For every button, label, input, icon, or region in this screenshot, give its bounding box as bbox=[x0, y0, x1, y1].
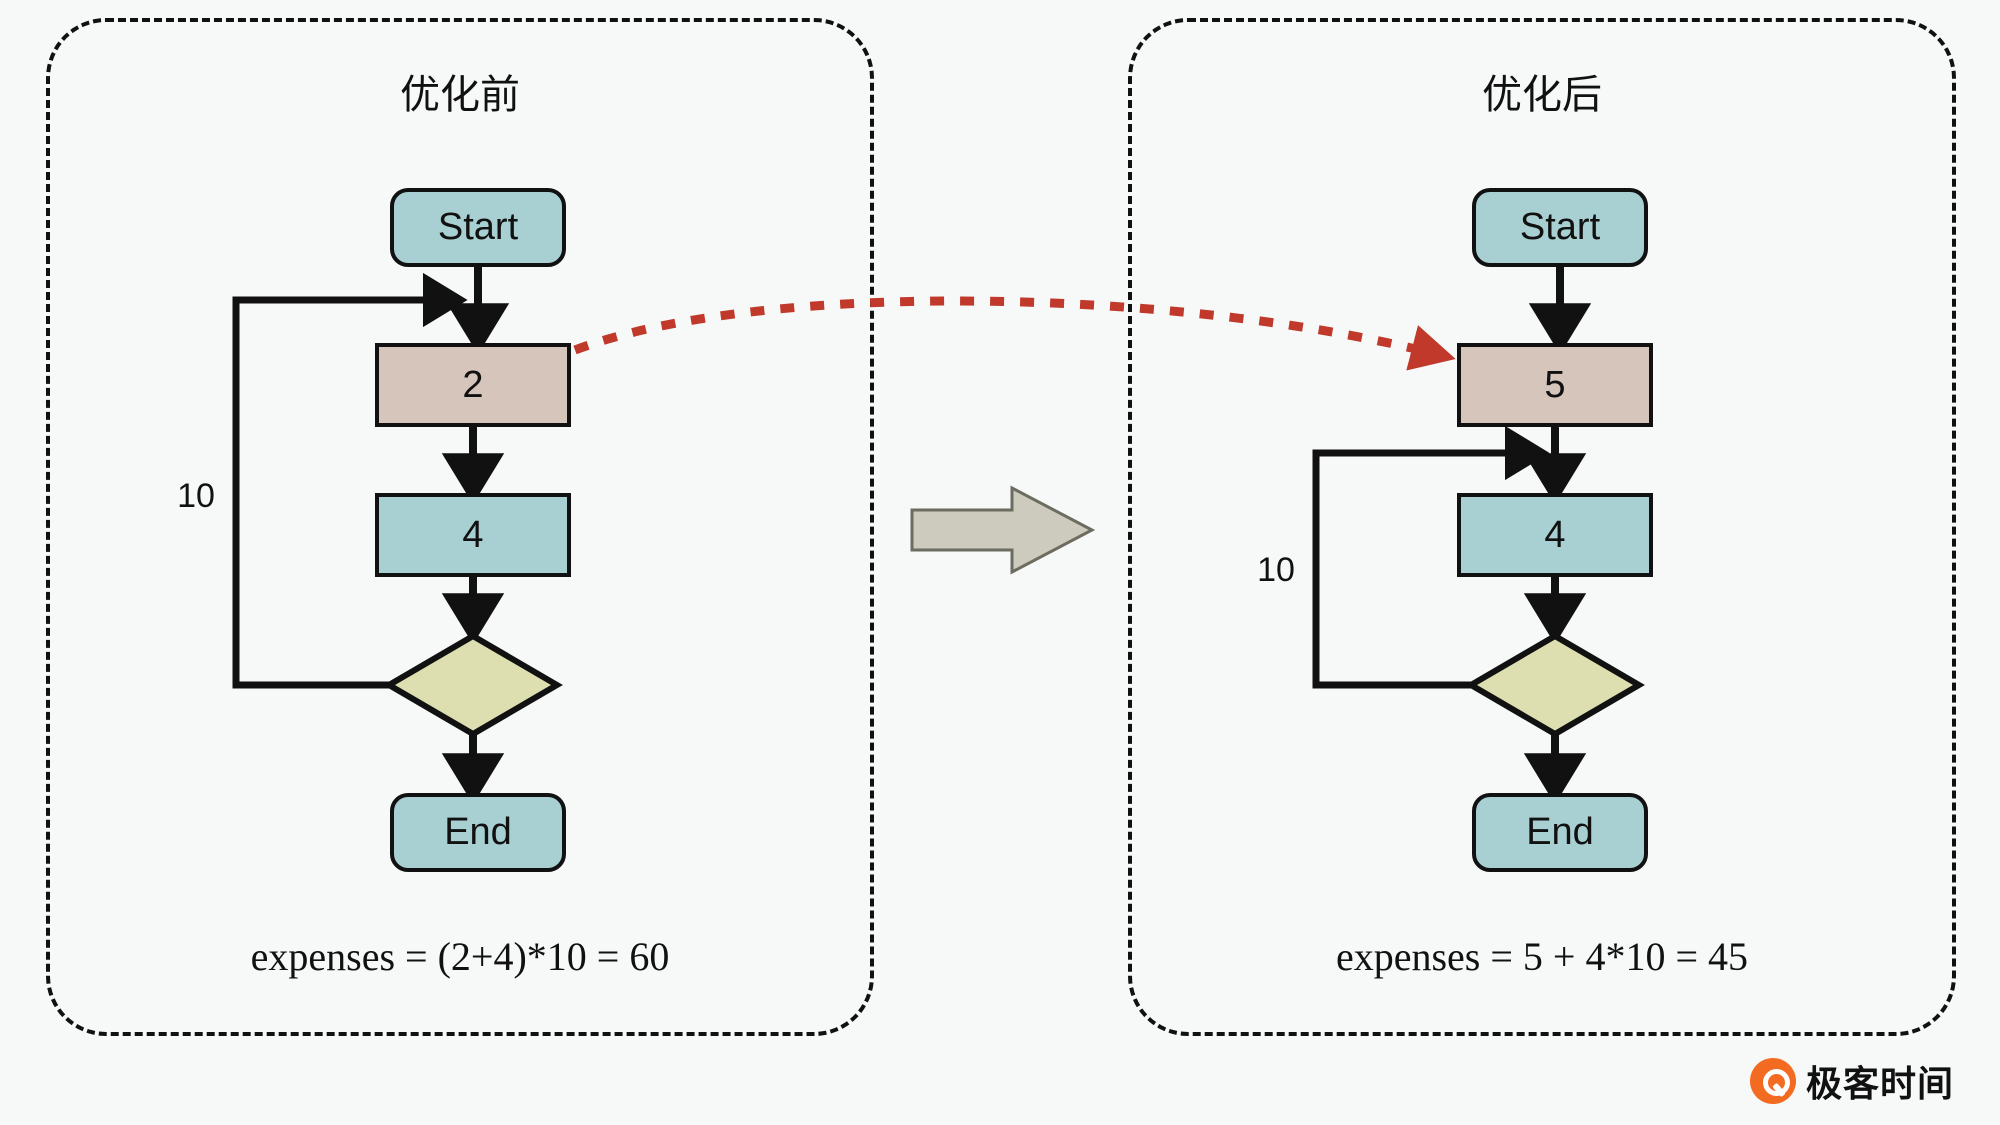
watermark: 极客时间 bbox=[1749, 1055, 1954, 1107]
panel-after: 优化后 expenses = 5 + 4*10 = 45 bbox=[1128, 18, 1956, 1036]
panel-before-caption: expenses = (2+4)*10 = 60 bbox=[250, 934, 670, 979]
panel-after-title: 优化后 bbox=[1482, 73, 1602, 117]
panel-after-caption: expenses = 5 + 4*10 = 45 bbox=[1335, 934, 1749, 979]
geekbang-logo-icon bbox=[1749, 1058, 1796, 1104]
block-arrow-right-icon bbox=[910, 485, 1096, 575]
watermark-text: 极客时间 bbox=[1805, 1063, 1954, 1104]
panel-before: 优化前 expenses = (2+4)*10 = 60 bbox=[46, 18, 874, 1036]
panel-before-title: 优化前 bbox=[400, 73, 520, 117]
